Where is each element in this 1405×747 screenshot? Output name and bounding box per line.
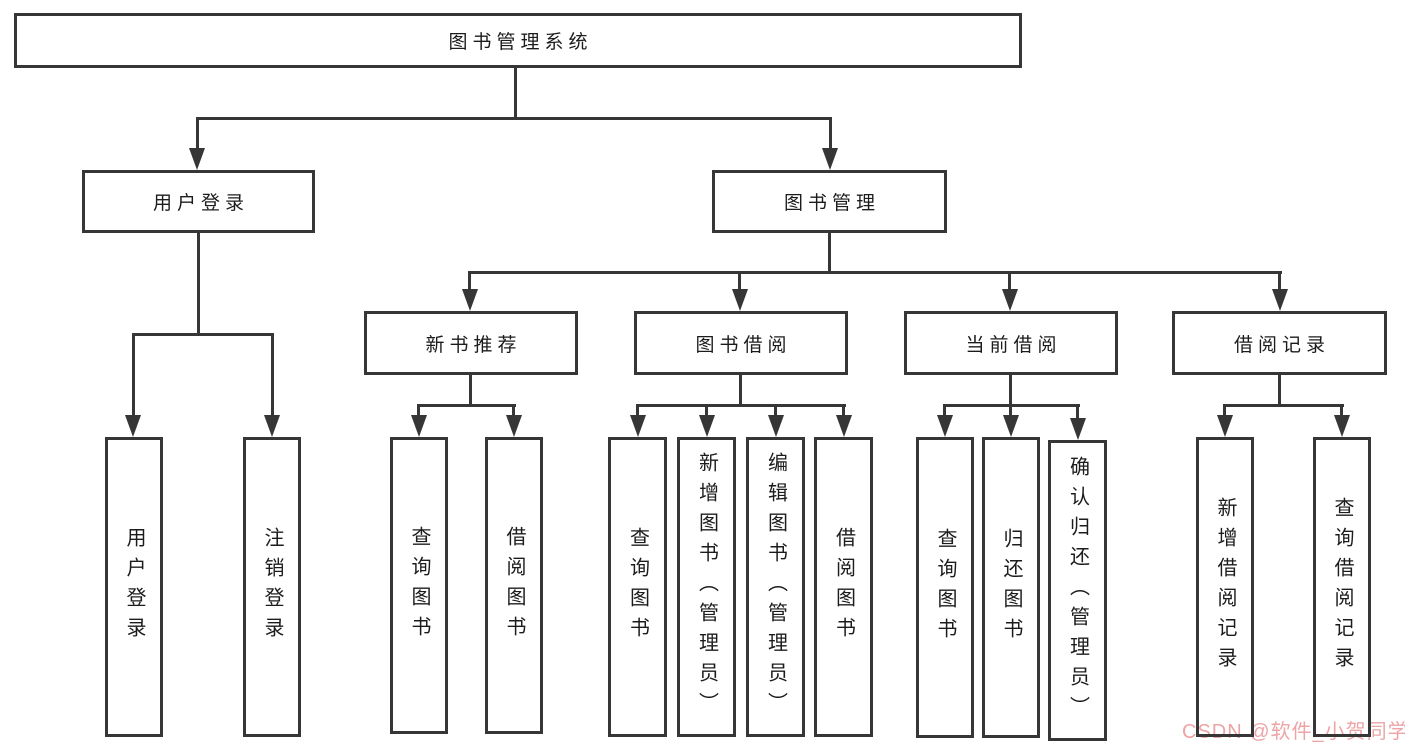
leaf-label: 借阅图书 <box>503 525 525 646</box>
leaf-add-borrow-record: 新增借阅记录 <box>1196 437 1254 737</box>
arrow-down-icon <box>411 415 427 437</box>
leaf-query-books-borrow: 查询图书 <box>608 437 667 737</box>
connector-line <box>943 404 946 418</box>
arrow-down-icon <box>1070 418 1086 440</box>
leaf-label: 新增图书（管理员） <box>695 452 718 722</box>
leaf-user-login: 用户登录 <box>105 437 163 737</box>
arrow-down-icon <box>1003 415 1019 437</box>
connector-line <box>469 374 472 407</box>
connector-line <box>829 117 832 149</box>
connector-line <box>1008 271 1011 293</box>
leaf-label: 查询图书 <box>408 525 430 646</box>
leaf-label: 编辑图书（管理员） <box>764 452 787 722</box>
leaf-query-books-current: 查询图书 <box>916 437 974 738</box>
connector-line <box>271 333 274 417</box>
leaf-confirm-return-admin: 确认归还（管理员） <box>1048 440 1107 741</box>
leaf-label: 新增借阅记录 <box>1214 497 1236 677</box>
connector-line <box>1340 404 1343 418</box>
connector-line <box>705 404 708 418</box>
leaf-borrow-books-recommend: 借阅图书 <box>485 437 543 734</box>
connector-line <box>1278 271 1281 293</box>
node-borrow-records: 借阅记录 <box>1172 311 1387 375</box>
arrow-down-icon <box>1217 415 1233 437</box>
connector-line <box>1009 374 1012 407</box>
node-library-system: 图书管理系统 <box>14 13 1022 68</box>
arrow-down-icon <box>937 415 953 437</box>
leaf-logout-login: 注销登录 <box>243 437 301 737</box>
connector-line <box>1278 374 1281 407</box>
connector-line <box>468 271 1282 274</box>
node-current-borrow: 当前借阅 <box>904 311 1118 375</box>
connector-line <box>774 404 777 418</box>
arrow-down-icon <box>836 415 852 437</box>
arrow-down-icon <box>264 415 280 437</box>
arrow-down-icon <box>506 415 522 437</box>
connector-line <box>132 333 135 417</box>
connector-line <box>417 404 420 418</box>
csdn-watermark: CSDN @软件_小贺同学 <box>1182 721 1405 743</box>
connector-line <box>1223 404 1226 418</box>
connector-line <box>196 117 832 120</box>
node-label: 图书管理系统 <box>448 32 593 53</box>
arrow-down-icon <box>1272 289 1288 311</box>
connector-line <box>512 404 515 418</box>
node-label: 图书管理 <box>783 193 880 214</box>
node-label: 新书推荐 <box>425 334 522 356</box>
leaf-label: 借阅图书 <box>832 527 855 647</box>
connector-line <box>842 404 845 418</box>
connector-line <box>514 68 517 120</box>
node-book-borrow: 图书借阅 <box>634 311 848 375</box>
connector-line <box>636 404 639 418</box>
connector-line <box>196 117 199 149</box>
node-new-book-recommend: 新书推荐 <box>364 311 578 375</box>
connector-line <box>1223 404 1344 407</box>
leaf-query-borrow-record: 查询借阅记录 <box>1313 437 1371 737</box>
connector-line <box>197 233 200 336</box>
arrow-down-icon <box>1334 415 1350 437</box>
arrow-down-icon <box>462 289 478 311</box>
connector-line <box>468 271 471 293</box>
leaf-query-books-recommend: 查询图书 <box>390 437 448 734</box>
arrow-down-icon <box>768 415 784 437</box>
arrow-down-icon <box>1002 289 1018 311</box>
leaf-label: 查询借阅记录 <box>1331 497 1353 677</box>
connector-line <box>738 271 741 293</box>
leaf-label: 查询图书 <box>934 527 956 648</box>
leaf-label: 确认归还（管理员） <box>1066 455 1089 726</box>
arrow-down-icon <box>732 289 748 311</box>
leaf-label: 查询图书 <box>626 527 649 647</box>
connector-line <box>1009 404 1012 418</box>
leaf-borrow-books: 借阅图书 <box>814 437 873 737</box>
arrow-down-icon <box>189 148 205 170</box>
leaf-return-books: 归还图书 <box>982 437 1040 738</box>
leaf-label: 用户登录 <box>123 527 145 647</box>
node-label: 当前借阅 <box>965 334 1062 356</box>
node-user-login: 用户登录 <box>82 170 315 233</box>
connector-line <box>132 333 274 336</box>
connector-line <box>739 374 742 407</box>
leaf-add-books-admin: 新增图书（管理员） <box>677 437 736 737</box>
node-label: 图书借阅 <box>695 334 792 356</box>
connector-line <box>1076 404 1079 420</box>
leaf-label: 归还图书 <box>1000 527 1022 648</box>
node-book-management: 图书管理 <box>712 170 947 233</box>
connector-line <box>636 404 846 407</box>
node-label: 借阅记录 <box>1233 334 1330 356</box>
arrow-down-icon <box>630 415 646 437</box>
arrow-down-icon <box>125 415 141 437</box>
connector-line <box>828 233 831 274</box>
arrow-down-icon <box>699 415 715 437</box>
leaf-edit-books-admin: 编辑图书（管理员） <box>746 437 805 737</box>
leaf-label: 注销登录 <box>261 527 283 647</box>
connector-line <box>417 404 516 407</box>
arrow-down-icon <box>822 148 838 170</box>
node-label: 用户登录 <box>152 193 249 214</box>
